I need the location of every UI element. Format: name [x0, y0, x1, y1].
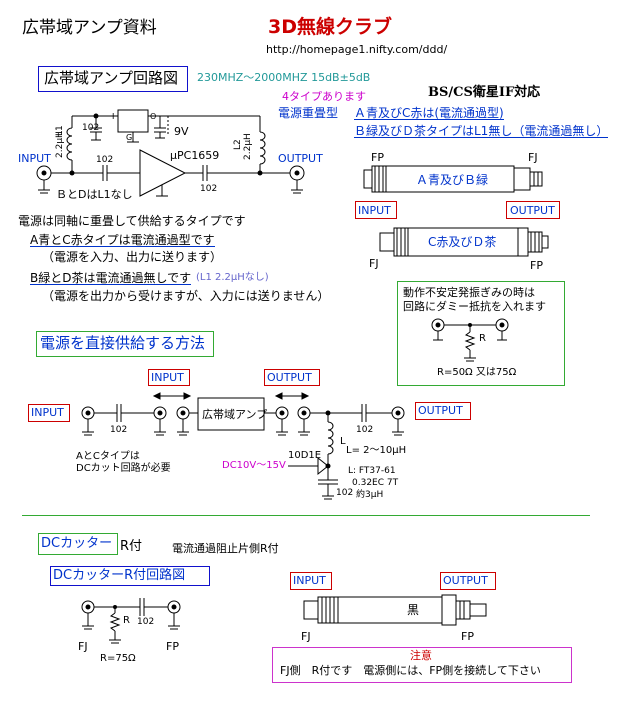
s3-output-box [440, 572, 496, 590]
s2-output-box [415, 402, 471, 420]
section1-heading-box [38, 66, 188, 92]
s2-input-box [28, 404, 70, 422]
notice-text: FJ側 R付です 電源側には、FP側を接続して下さい [280, 664, 541, 677]
cap-out-label: 102 [200, 184, 218, 194]
s3-cap-label: 102 [137, 617, 155, 627]
s2-cap2-label: 102 [356, 425, 374, 435]
notice-box [272, 647, 572, 683]
note-bd-no-l1: ＢとDはL1なし [56, 188, 133, 201]
dummy-line1: 動作不安定発振ぎみの時は [403, 286, 535, 299]
page-title: 広帯域アンプ資料 [22, 18, 157, 38]
s3-r-label: R [123, 615, 130, 626]
s2-output: OUTPUT [418, 404, 463, 417]
supply-9v: 9V [174, 125, 189, 138]
section1-heading: 広帯域アンプ回路図 [44, 69, 178, 87]
unit-cd-fp: FP [530, 259, 543, 272]
dummy-box [397, 281, 565, 386]
section3-heading-suffix: R付 [120, 539, 143, 554]
notice-title: 注意 [410, 649, 432, 662]
dummy-r-label: R [479, 333, 486, 344]
s3-fj2: FJ [301, 630, 311, 643]
reg-pin-o: O [150, 112, 157, 121]
note-line5: （電源を出力から受けますが、入力には送りません） [42, 289, 330, 303]
cap-bypass-label: 102 [82, 123, 100, 133]
note-line2: A青とC赤タイプは電流通過型です [30, 233, 215, 247]
s3-output: OUTPUT [443, 574, 488, 587]
s3-input-box [290, 572, 332, 590]
l2-value: 2.2μH [243, 133, 253, 160]
frequency-spec: 230MHZ～2000MHZ 15dB±5dB [197, 71, 371, 84]
schematic1-input: INPUT [18, 152, 51, 165]
s2-input: INPUT [31, 406, 64, 419]
type-count: 4タイプあります [282, 90, 366, 103]
l2-label: L2 [233, 139, 243, 150]
note-line3: （電源を入力、出力に送ります） [42, 250, 223, 264]
section2-heading-box [36, 331, 214, 357]
unit-ab-input-box [355, 201, 397, 219]
feed-type-label: 電源重畳型 [278, 106, 339, 120]
s3-input: INPUT [293, 574, 326, 587]
unit-ab-output: OUTPUT [510, 204, 555, 217]
s2-core1: L: FT37-61 [348, 466, 396, 476]
section3-description: 電流通過阻止片側R付 [172, 542, 279, 555]
site-url[interactable]: http://homepage1.nifty.com/ddd/ [266, 43, 448, 56]
unit-ab-input: INPUT [358, 204, 391, 217]
note-line1: 電源は同軸に重畳して供給するタイプです [18, 214, 246, 228]
section2-heading: 電源を直接供給する方法 [40, 334, 206, 352]
unit-ab-output-box [506, 201, 560, 219]
ic-label: μPC1659 [170, 149, 220, 162]
club-name: 3D無線クラブ [268, 16, 392, 38]
l1-value: 2.2μH [55, 131, 65, 158]
unit-cd-label: C赤及びＤ茶 [428, 235, 497, 249]
s2-dc-label: DC10V～15V [222, 460, 286, 471]
s2-output-top: OUTPUT [267, 371, 312, 384]
dummy-r-value: R=50Ω 又は75Ω [437, 367, 517, 378]
section-divider [22, 515, 590, 516]
s2-cap1-label: 102 [110, 425, 128, 435]
bd-type-text: Ｂ緑及びＤ茶タイプはL1無し（電流通過無し） [354, 124, 609, 138]
section3-heading-box [38, 533, 118, 555]
cap-in-label: 102 [96, 155, 114, 165]
unit-ab-fj: FJ [528, 151, 538, 164]
s2-core2: 0.32EC 7T [352, 478, 399, 488]
s2-l-label: L [340, 436, 346, 447]
section3-subheading-box [50, 566, 210, 586]
unit-ab-label: Ａ青及びＢ緑 [416, 173, 489, 187]
s2-note1: AとCタイプは [76, 451, 140, 462]
s3-fp: FP [166, 640, 179, 653]
unit-ab-fp: FP [371, 151, 384, 164]
section3-heading: DCカッター [41, 536, 113, 551]
s2-input-top: INPUT [151, 371, 184, 384]
s2-l-range: L= 2～10μH [346, 445, 407, 456]
note-line4: B緑とD茶は電流通過無しです [30, 271, 192, 285]
s2-diode-label: 10D1E [288, 450, 322, 461]
s2-note2: DCカット回路が必要 [76, 463, 171, 474]
s2-core3: 約3μH [356, 490, 384, 500]
note-line4-sub: (L1 2.2μHなし) [196, 272, 269, 283]
dummy-line2: 回路にダミー抵抗を入れます [403, 300, 546, 313]
s3-fp2: FP [461, 630, 474, 643]
s2-output-top-box [264, 369, 320, 386]
reg-pin-i: I [112, 112, 115, 121]
ac-type-text: Ａ青及びC赤は(電流通過型) [354, 106, 504, 120]
reg-pin-g: G [126, 133, 133, 142]
schematic1-output: OUTPUT [278, 152, 323, 165]
s2-cap3-label: 102 [336, 488, 354, 498]
section3-subheading: DCカッターR付回路図 [53, 568, 186, 583]
s2-amp-label: 広帯域アンプ [202, 408, 268, 421]
s3-unit-label: 黒 [407, 603, 420, 617]
bscs-label: BS/CS衛星IF対応 [428, 85, 541, 100]
s2-input-top-box [148, 369, 190, 386]
s3-fj: FJ [78, 640, 88, 653]
s3-r-value: R=75Ω [100, 653, 136, 664]
unit-cd-fj: FJ [369, 257, 379, 270]
